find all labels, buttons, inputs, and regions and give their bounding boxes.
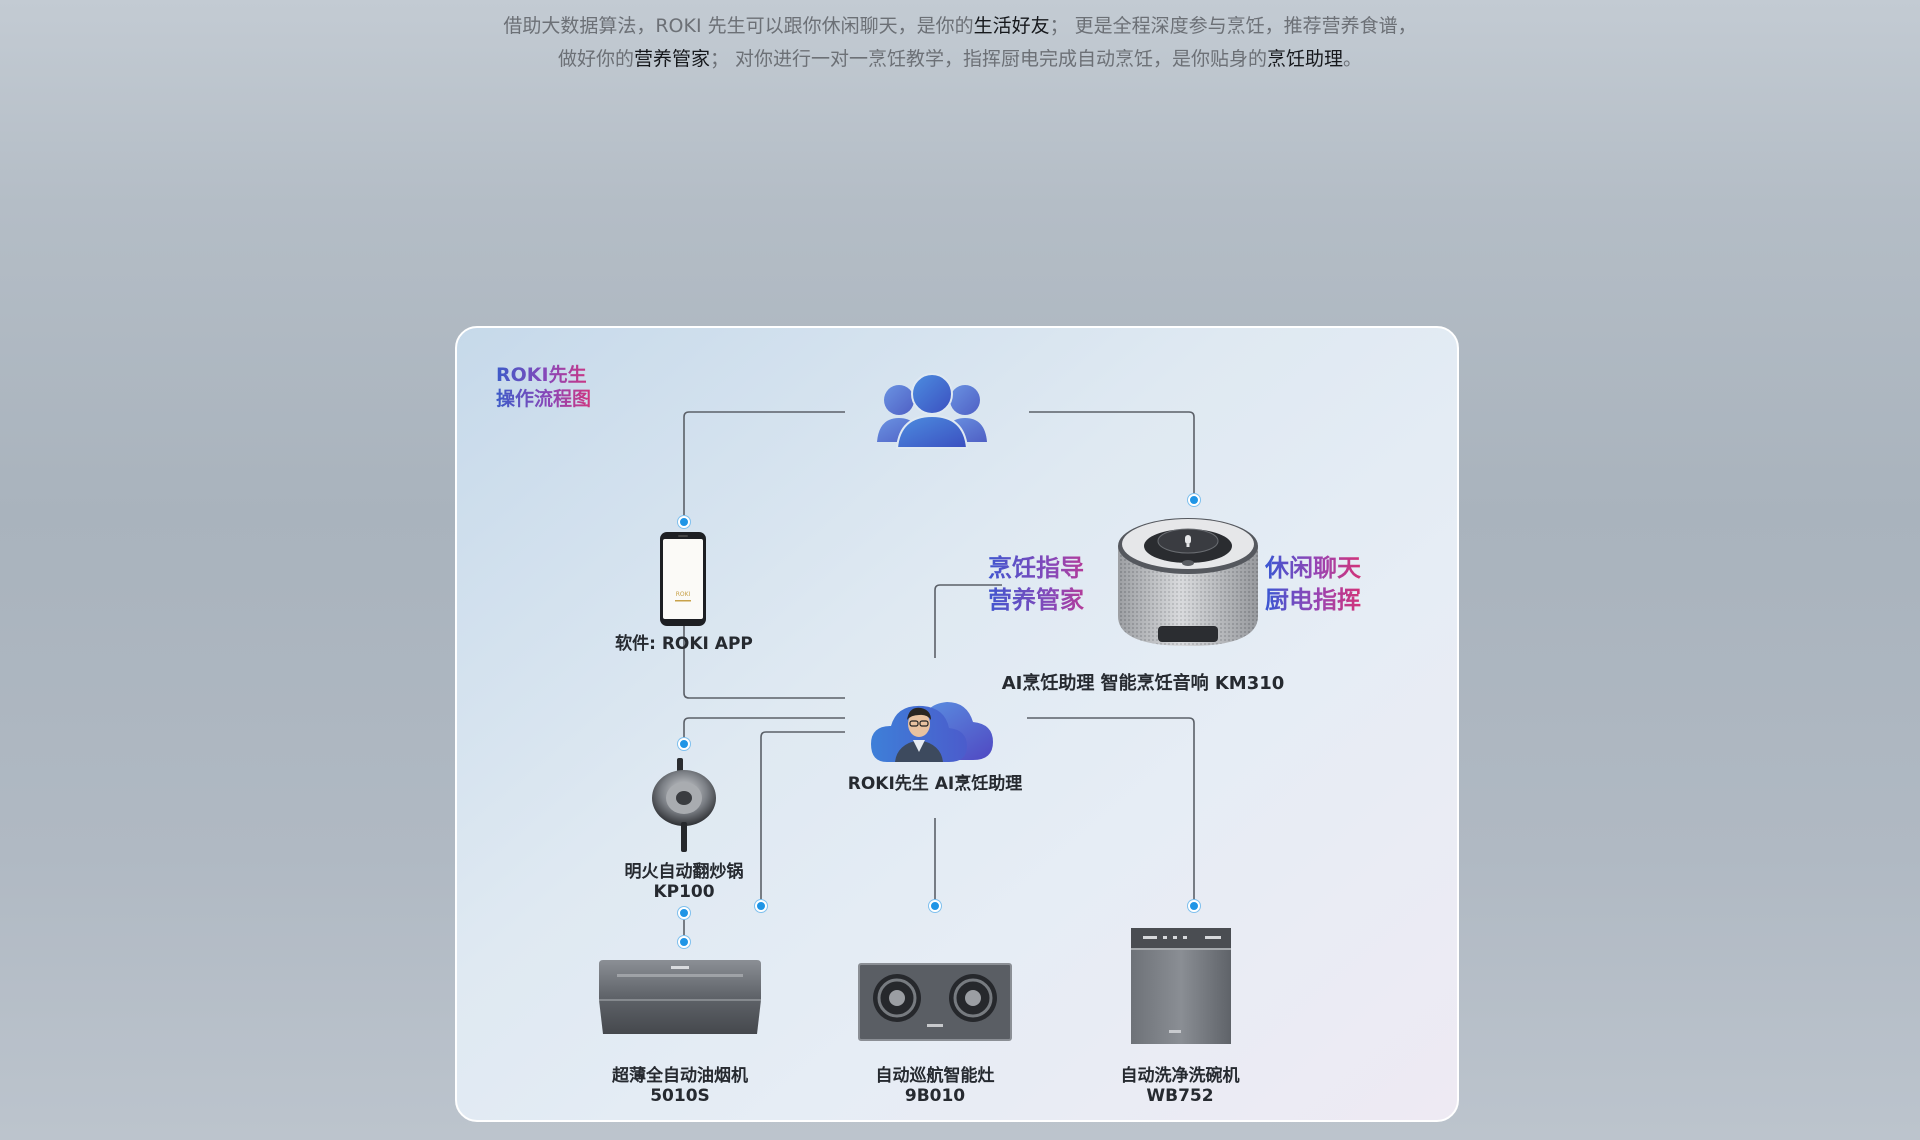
line-users-to-app: [683, 411, 845, 518]
wok-label: 明火自动翻炒锅 KP100: [624, 862, 744, 902]
highlight-cooking-assistant: 烹饪助理: [1267, 48, 1344, 70]
assistant-label: ROKI先生 AI烹饪助理: [847, 774, 1023, 794]
connector-dot-app: [678, 516, 690, 528]
intro-text: 借助大数据算法，ROKI 先生可以跟你休闲聊天，是你的生活好友； 更是全程深度参…: [0, 10, 1920, 76]
connector-dot-wok: [678, 738, 690, 750]
line-assistant-to-dishwasher: [1027, 717, 1195, 903]
line-assistant-to-hood-branch: [760, 731, 845, 903]
speaker-right-functions: 休闲聊天 厨电指挥: [1265, 554, 1361, 614]
line-assistant-to-speaker: [934, 584, 1002, 658]
roki-assistant-cloud-avatar: [871, 702, 993, 762]
dishwasher-label: 自动洗净洗碗机 WB752: [1120, 1066, 1240, 1106]
speaker-left-functions: 烹饪指导 营养管家: [988, 554, 1084, 614]
dishwasher-wb752-image: [1131, 928, 1231, 1044]
phone-app-image: ROKI: [660, 532, 706, 626]
highlight-nutrition-manager: 营养管家: [633, 48, 710, 70]
line-users-to-speaker: [1029, 411, 1195, 496]
connector-dot-speaker: [1188, 494, 1200, 506]
workflow-diagram-card: ROKI先生 操作流程图: [455, 326, 1459, 1122]
app-label: 软件: ROKI APP: [615, 634, 753, 654]
intro-line-2: 做好你的营养管家； 对你进行一对一烹饪教学，指挥厨电完成自动烹饪，是你贴身的烹饪…: [557, 48, 1363, 70]
line-assistant-to-wok: [683, 717, 845, 740]
connector-lines: [683, 411, 1195, 938]
connector-dot-wok-bottom: [678, 907, 690, 919]
phone-screen-logo: ROKI: [676, 591, 691, 598]
range-hood-label: 超薄全自动油烟机 5010S: [612, 1066, 748, 1106]
connector-dot-stove: [929, 900, 941, 912]
connector-dot-dishwasher: [1188, 900, 1200, 912]
highlight-life-friend: 生活好友: [973, 15, 1050, 37]
users-group-icon: [877, 373, 987, 449]
speaker-label: AI烹饪助理 智能烹饪音响 KM310: [1001, 673, 1285, 694]
line-app-to-assistant: [683, 608, 845, 699]
connector-dot-hood-branch: [755, 900, 767, 912]
connector-dot-hood: [678, 936, 690, 948]
intro-line-1: 借助大数据算法，ROKI 先生可以跟你休闲聊天，是你的生活好友； 更是全程深度参…: [503, 15, 1417, 37]
wok-kp100-image: [652, 758, 716, 852]
stove-9b010-image: [858, 963, 1012, 1041]
range-hood-5010s-image: [599, 960, 761, 1034]
speaker-km310-image: [1118, 518, 1258, 646]
stove-label: 自动巡航智能灶 9B010: [875, 1066, 995, 1106]
